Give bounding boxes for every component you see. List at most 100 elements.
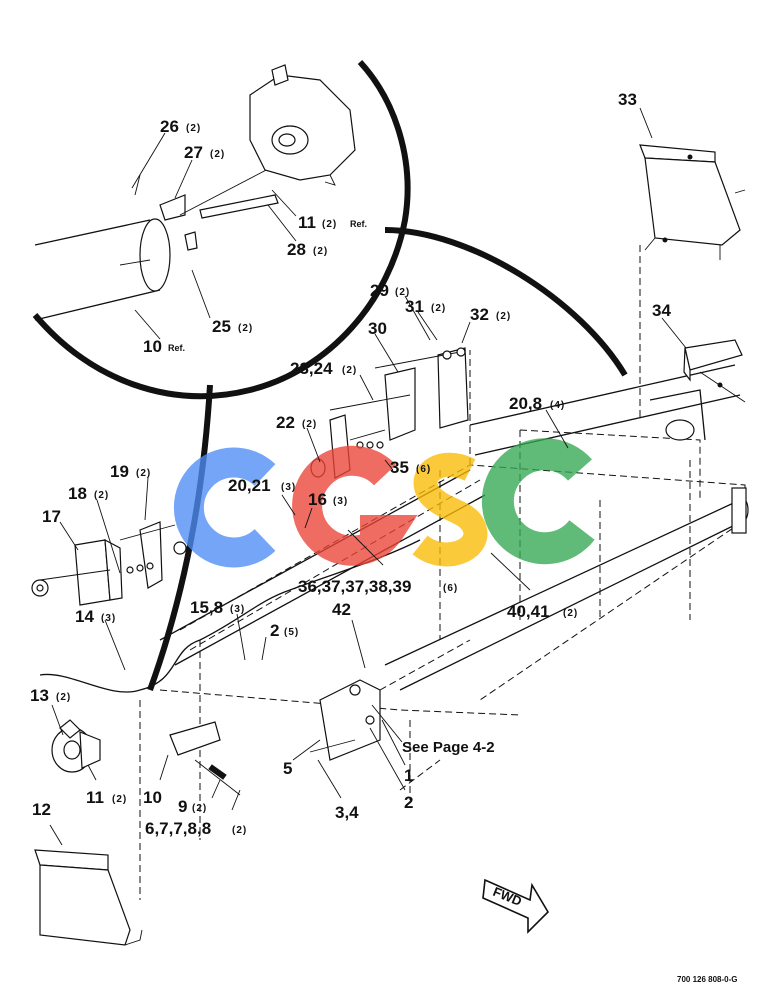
callout-36-39: 36,37,37,38,39 (6) — [298, 577, 458, 596]
drawing-code: 700 126 808-0-G — [677, 975, 738, 984]
svg-text:(2): (2) — [431, 303, 446, 314]
svg-text:14: 14 — [75, 607, 94, 626]
frame-outline — [139, 245, 746, 900]
callout-28: 28 (2) — [287, 240, 328, 259]
callout-9: 9 (2) — [178, 797, 207, 816]
svg-text:19: 19 — [110, 462, 129, 481]
svg-text:15,8: 15,8 — [190, 598, 223, 617]
svg-text:29: 29 — [370, 281, 389, 300]
callout-15-8: 15,8 (3) — [190, 598, 245, 617]
callout-29: 29 (2) — [370, 281, 410, 300]
svg-text:(2): (2) — [232, 825, 247, 836]
svg-text:(2): (2) — [313, 246, 328, 257]
watermark-letter-3 — [412, 452, 488, 567]
svg-text:(2): (2) — [322, 219, 337, 230]
callout-40-41: 40,41 (2) — [507, 602, 578, 621]
callout-3-4: 3,4 — [335, 803, 359, 822]
svg-text:(4): (4) — [550, 400, 565, 411]
callout-13: 13 (2) — [30, 686, 71, 705]
see-page-note: See Page 4-2 — [402, 739, 495, 756]
callout-20-21: 20,21 (3) — [228, 476, 296, 495]
svg-text:26: 26 — [160, 117, 179, 136]
svg-text:16: 16 — [308, 490, 327, 509]
bracket-10 — [169, 721, 241, 796]
callout-6-8: 6,7,7,8,8 (2) — [145, 819, 247, 838]
watermark-letter-2 — [292, 445, 418, 566]
watermark-letter-1 — [173, 447, 276, 568]
svg-text:(2): (2) — [186, 123, 201, 134]
callout-16: 16 (3) — [308, 490, 347, 509]
bracket-34 — [683, 339, 746, 403]
watermark — [173, 438, 595, 568]
leader-lines — [49, 107, 687, 846]
svg-text:(2): (2) — [94, 490, 109, 501]
svg-text:40,41: 40,41 — [507, 602, 550, 621]
svg-text:(2): (2) — [56, 692, 71, 703]
svg-text:(3): (3) — [101, 613, 116, 624]
callout-25: 25 (2) — [212, 317, 253, 336]
svg-text:10: 10 — [143, 337, 162, 356]
callout-42: 42 — [332, 600, 351, 619]
callout-26: 26 (2) — [160, 117, 201, 136]
svg-text:2: 2 — [270, 621, 279, 640]
svg-text:Ref.: Ref. — [350, 219, 367, 229]
callout-31: 31 (2) — [405, 297, 446, 316]
callout-10-ref: 10 Ref. — [143, 337, 185, 356]
svg-text:2: 2 — [404, 793, 413, 812]
svg-text:23,24: 23,24 — [290, 359, 333, 378]
svg-text:(2): (2) — [563, 608, 578, 619]
callout-30: 30 — [368, 319, 387, 338]
callout-14: 14 (3) — [75, 607, 116, 626]
svg-text:32: 32 — [470, 305, 489, 324]
svg-text:(2): (2) — [136, 468, 151, 479]
callout-18: 18 (2) — [68, 484, 109, 503]
detail-circle — [32, 59, 628, 692]
svg-text:12: 12 — [32, 800, 51, 819]
callout-1: 1 — [404, 766, 413, 785]
cable — [39, 539, 421, 693]
svg-text:22: 22 — [276, 413, 295, 432]
callout-22: 22 (2) — [276, 413, 317, 432]
svg-text:(6): (6) — [416, 464, 431, 475]
svg-text:(3): (3) — [281, 482, 296, 493]
svg-text:(2): (2) — [302, 419, 317, 430]
svg-text:Ref.: Ref. — [168, 343, 185, 353]
svg-text:11: 11 — [86, 788, 104, 807]
shield-33 — [639, 144, 746, 260]
callout-17: 17 — [42, 507, 61, 526]
svg-text:(2): (2) — [192, 803, 207, 814]
callout-33: 33 — [618, 90, 637, 109]
callout-11-ref: 11 (2) Ref. — [298, 213, 367, 232]
svg-text:42: 42 — [332, 600, 351, 619]
bracket-30 — [329, 347, 469, 441]
svg-text:(2): (2) — [395, 287, 410, 298]
svg-text:30: 30 — [368, 319, 387, 338]
svg-text:(3): (3) — [230, 604, 245, 615]
callout-35: 35 (6) — [390, 458, 431, 477]
svg-text:20,21: 20,21 — [228, 476, 271, 495]
callout-27: 27 (2) — [184, 143, 224, 162]
watermark-letter-4 — [481, 438, 595, 565]
bracket-42 — [309, 679, 381, 761]
svg-text:(6): (6) — [443, 583, 458, 594]
callout-10: 10 — [143, 788, 162, 807]
svg-text:11: 11 — [298, 213, 316, 232]
shield-12 — [34, 849, 143, 946]
svg-text:20,8: 20,8 — [509, 394, 542, 413]
svg-text:(2): (2) — [238, 323, 253, 334]
callout-32: 32 (2) — [470, 305, 510, 324]
svg-text:36,37,37,38,39: 36,37,37,38,39 — [298, 577, 411, 596]
svg-text:1: 1 — [404, 766, 413, 785]
callout-20-8: 20,8 (4) — [509, 394, 565, 413]
svg-text:27: 27 — [184, 143, 203, 162]
svg-text:33: 33 — [618, 90, 637, 109]
svg-text:(2): (2) — [112, 794, 127, 805]
callout-5: 5 — [283, 759, 292, 778]
callout-2-top: 2 (5) — [270, 621, 298, 640]
fwd-arrow: FWD — [482, 878, 550, 934]
svg-text:28: 28 — [287, 240, 306, 259]
hub-13 — [51, 719, 101, 773]
callout-34: 34 — [652, 301, 671, 320]
assembly-17 — [31, 521, 187, 606]
callout-2-bottom: 2 — [404, 793, 413, 812]
